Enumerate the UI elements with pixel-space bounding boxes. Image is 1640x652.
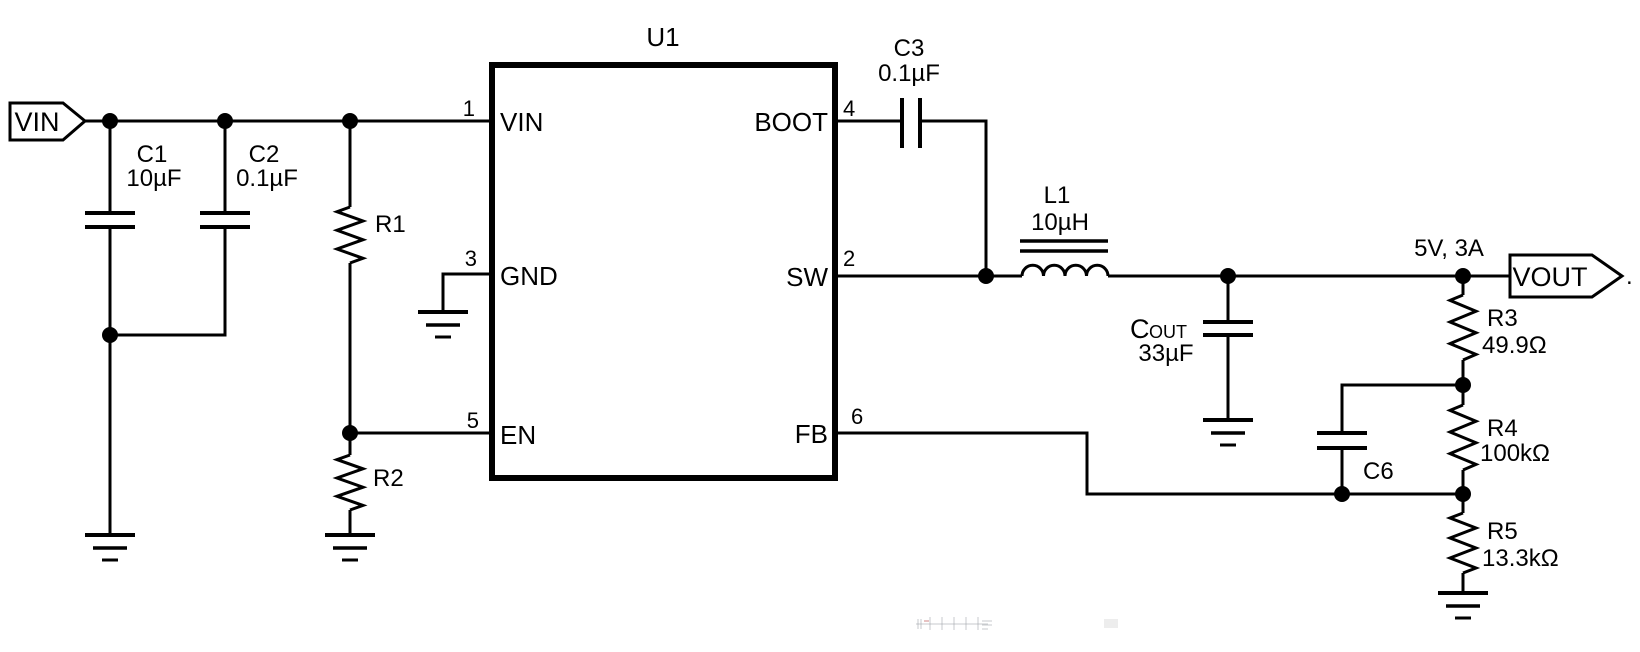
resistor-r1: R1 (332, 205, 406, 265)
r5-ref-label: R5 (1487, 518, 1518, 545)
capacitor-c3: C3 0.1µF (878, 35, 940, 148)
vout-period: . (1626, 263, 1633, 290)
junction-dot (978, 268, 994, 284)
junction-dot (342, 113, 358, 129)
pin-label-gnd: GND (500, 261, 558, 291)
pin-label-vin: VIN (500, 107, 543, 137)
r4-zigzag (1446, 403, 1480, 472)
r4-ref-label: R4 (1487, 415, 1518, 442)
junction-dot (1455, 486, 1471, 502)
wire-fb (835, 431, 1463, 496)
junction-dot (217, 113, 233, 129)
resistor-r4: R4 100kΩ (1446, 403, 1550, 472)
ground-symbol-r2 (325, 533, 375, 562)
ic-u1: U1 1 3 5 4 2 6 VIN GND EN BOOT SW FB (463, 22, 863, 481)
pin-number-5: 5 (467, 408, 479, 433)
vin-flag-label: VIN (14, 107, 59, 137)
pin-number-2: 2 (843, 246, 855, 271)
ic-refdes-label: U1 (646, 22, 679, 52)
r3-value-label: 49.9Ω (1482, 332, 1547, 359)
wire-gnd-pin (441, 272, 492, 312)
resistor-r3: R3 49.9Ω (1446, 293, 1547, 362)
net-boot (835, 119, 988, 276)
capacitor-c1: C1 10µF (85, 141, 182, 229)
ground-symbol-input (85, 533, 135, 562)
wire-c3-to-sw (922, 119, 988, 276)
junction-dot (102, 113, 118, 129)
c3-value-label: 0.1µF (878, 60, 940, 87)
vin-flag-shape (8, 101, 88, 142)
watermark-ticks (929, 617, 979, 630)
resistor-r2: R2 (332, 453, 404, 512)
capacitor-c2: C2 0.1µF (200, 141, 298, 229)
c1-ref-label: C1 (137, 141, 168, 168)
junction-dot (1455, 377, 1471, 393)
junction-dot (1455, 268, 1471, 284)
net-ic-gnd (441, 272, 492, 312)
l1-ref-label: L1 (1044, 182, 1071, 209)
capacitor-cout: C OUT 33µF (1130, 314, 1253, 367)
r5-zigzag (1445, 511, 1481, 575)
c3-ref-label: C3 (894, 35, 925, 62)
r3-ref-label: R3 (1487, 305, 1518, 332)
cout-ref-subscript: OUT (1149, 322, 1187, 342)
junction-dot (1220, 268, 1236, 284)
pin-label-boot: BOOT (754, 107, 828, 137)
l1-coil (1020, 263, 1110, 277)
r5-value-label: 13.3kΩ (1482, 545, 1559, 572)
r1-ref-label: R1 (375, 211, 406, 238)
vout-flag-shape (1508, 253, 1625, 299)
net-en (348, 263, 492, 535)
output-spec-label: 5V, 3A (1414, 235, 1484, 262)
l1-value-label: 10µH (1031, 209, 1089, 236)
r2-zigzag (332, 453, 368, 512)
c6-ref-label: C6 (1363, 458, 1394, 485)
watermark-equals (982, 620, 992, 630)
resistor-r5: R5 13.3kΩ (1445, 511, 1559, 575)
pin-label-fb: FB (795, 419, 828, 449)
port-flag-vin: VIN (8, 101, 88, 142)
faint-watermark (916, 617, 1118, 630)
pin-number-3: 3 (465, 246, 477, 271)
pin-label-en: EN (500, 420, 536, 450)
c2-ref-label: C2 (249, 141, 280, 168)
watermark-smudge (1104, 619, 1118, 628)
vout-flag-label: VOUT (1512, 262, 1587, 292)
junction-dot (102, 327, 118, 343)
wire-c2-bottom-lead (110, 227, 227, 337)
ground-symbol-r5 (1438, 591, 1488, 620)
junction-dots (102, 113, 1471, 502)
net-input-gnd (108, 227, 227, 535)
c2-value-label: 0.1µF (236, 165, 298, 192)
c1-value-label: 10µF (126, 165, 181, 192)
pin-number-1: 1 (463, 96, 475, 121)
capacitor-c6: C6 (1317, 431, 1394, 485)
ic-body (489, 62, 838, 481)
pin-number-4: 4 (843, 96, 855, 121)
port-flag-vout: VOUT . (1508, 253, 1633, 299)
pin-number-6: 6 (851, 404, 863, 429)
junction-dot (1334, 486, 1350, 502)
r2-ref-label: R2 (373, 465, 404, 492)
pin-label-sw: SW (786, 262, 828, 292)
watermark-mark (917, 619, 922, 629)
net-vin-rail (85, 119, 492, 213)
junction-dot (342, 425, 358, 441)
inductor-l1: L1 10µH (1020, 182, 1110, 277)
r4-value-label: 100kΩ (1480, 440, 1550, 467)
r3-zigzag (1446, 293, 1480, 362)
wire-c6-top-lead (1340, 383, 1463, 433)
ground-symbol-ic (418, 310, 468, 339)
r1-zigzag (332, 205, 368, 265)
cout-ref-label: C (1130, 314, 1150, 344)
ground-symbol-cout (1203, 418, 1253, 447)
cout-value-label: 33µF (1138, 340, 1193, 367)
